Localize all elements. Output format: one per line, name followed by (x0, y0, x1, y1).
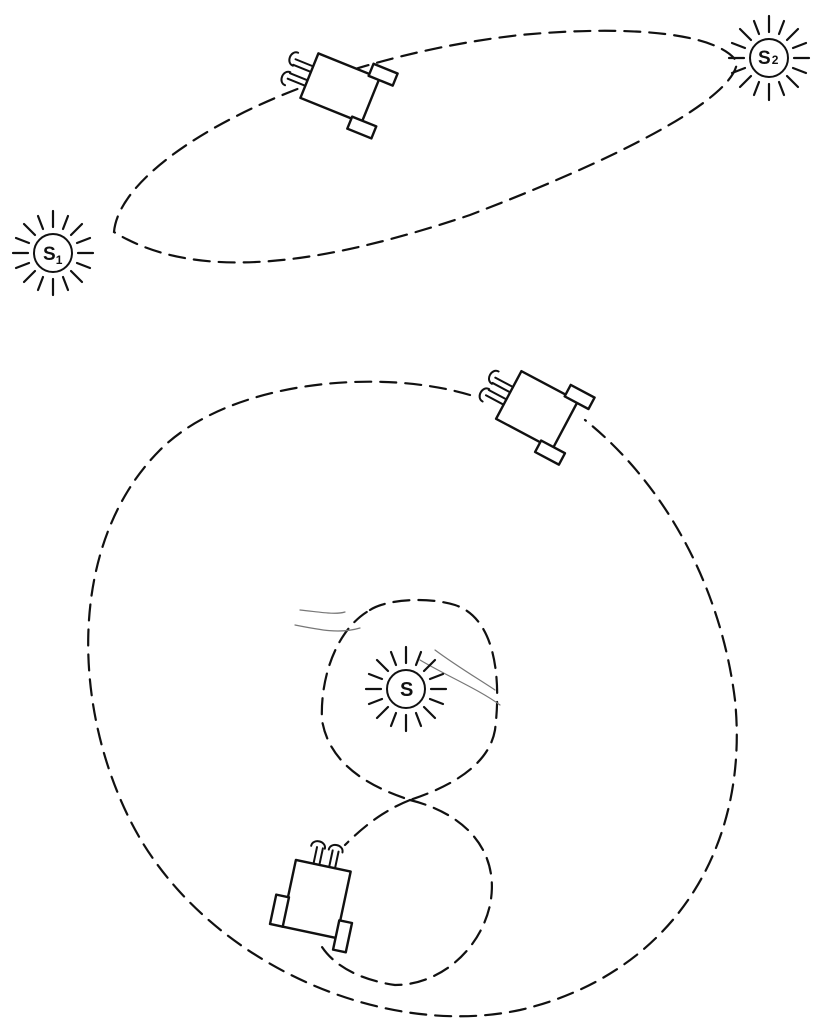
vehicle-top (273, 34, 398, 139)
path-ellipse (114, 31, 737, 263)
vehicle-body (496, 371, 578, 449)
vehicle-bottom (268, 835, 368, 952)
light-s1: S1 (13, 211, 93, 295)
vehicle-right (468, 349, 595, 464)
light-s: S (366, 647, 446, 731)
two-light-panel: S1 (13, 16, 809, 295)
vehicle-wheel (535, 441, 565, 465)
light-s2: S2 (729, 16, 809, 100)
vehicle-wheel (347, 117, 376, 139)
path-segment (345, 800, 410, 845)
vehicle-body (300, 53, 379, 122)
light-s-label: S (400, 679, 413, 701)
single-light-panel: S (88, 349, 737, 1016)
